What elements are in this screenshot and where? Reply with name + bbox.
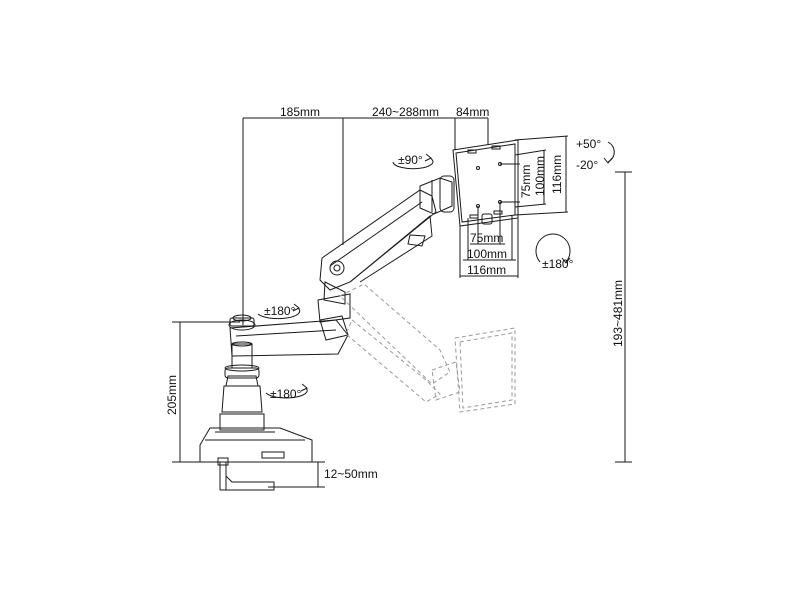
desk-dimension-lines — [268, 461, 325, 488]
vesa-h3-label: 116mm — [467, 263, 507, 277]
swivel-top-label: ±90° — [398, 153, 423, 167]
lower-arm — [228, 293, 351, 357]
arm-reach-a-label: 185mm — [280, 105, 321, 119]
arm-reach-b-label: 240~288mm — [372, 105, 440, 119]
vesa-v1-label: 75mm — [519, 164, 533, 198]
pole-height-label: 205mm — [165, 374, 179, 415]
top-dimension-lines — [242, 117, 489, 325]
vesa-plate — [452, 139, 519, 227]
vesa-v2-label: 100mm — [533, 155, 547, 196]
vesa-h2-label: 100mm — [467, 247, 508, 261]
vesa-v3-label: 116mm — [550, 154, 564, 194]
tilt-down-label: -20° — [576, 158, 599, 172]
pole-dimension-lines — [172, 321, 240, 463]
tilt-head — [419, 175, 455, 215]
height-range-label: 193~481mm — [611, 279, 625, 347]
rotation-arrows — [257, 141, 615, 399]
desk-thickness-label: 12~50mm — [324, 467, 378, 481]
upper-arm — [319, 189, 437, 305]
height-dimension-lines — [615, 171, 632, 463]
vesa-dimension-lines — [459, 135, 569, 278]
pole — [219, 341, 265, 431]
arm-pivot-label: ±180° — [264, 304, 296, 318]
ghost-lowered-arm — [339, 283, 516, 413]
clamp-base — [199, 427, 313, 491]
tilt-up-label: +50° — [576, 137, 602, 151]
vesa-h1-label: 75mm — [470, 231, 504, 245]
plate-offset-label: 84mm — [456, 105, 490, 119]
base-pivot-label: ±180° — [270, 387, 302, 401]
screen-rotate-label: ±180° — [542, 257, 574, 271]
